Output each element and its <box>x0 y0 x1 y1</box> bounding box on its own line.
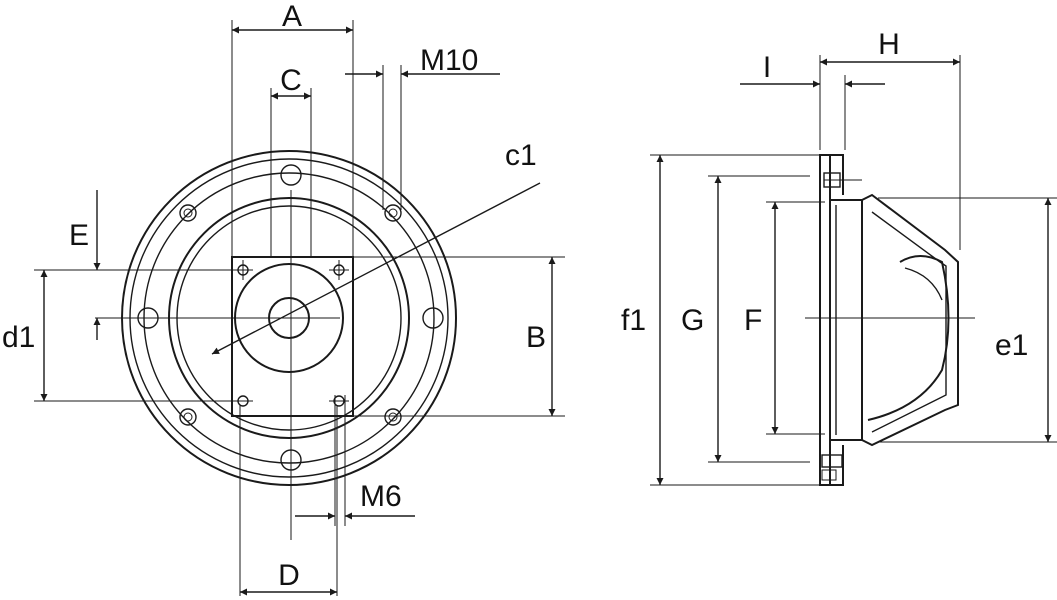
flange-bottom-lip <box>820 445 844 486</box>
label-A: A <box>282 0 302 33</box>
label-e1: e1 <box>995 329 1028 362</box>
label-H: H <box>878 28 900 61</box>
label-G: G <box>681 304 704 337</box>
label-B: B <box>526 321 546 354</box>
label-E: E <box>69 219 89 252</box>
flange-hole-top <box>280 164 302 186</box>
mounting-plate <box>231 256 354 417</box>
label-d1: d1 <box>2 321 35 354</box>
flange-plate <box>819 154 831 486</box>
label-M6: M6 <box>360 480 402 513</box>
label-f1: f1 <box>621 304 646 337</box>
dome-curve <box>867 255 950 421</box>
label-M10: M10 <box>420 44 478 77</box>
flange-hole-right <box>422 307 444 329</box>
housing-inner-line <box>871 211 947 433</box>
m10-tapped-holes <box>179 204 402 426</box>
dim-line-c1 <box>211 182 541 355</box>
label-C: C <box>280 64 302 97</box>
housing-outline <box>861 193 959 447</box>
label-D: D <box>278 559 300 592</box>
label-c1: c1 <box>505 139 537 172</box>
label-F: F <box>744 304 762 337</box>
side-view: H I f1 G F e1 <box>621 28 1057 486</box>
label-I: I <box>763 51 771 84</box>
front-view: A M10 C c1 E d1 B M6 D <box>2 0 565 596</box>
dome-inner-curve <box>904 267 943 301</box>
body-inner-rim <box>830 199 863 441</box>
bottom-bolt-detail <box>821 454 843 468</box>
